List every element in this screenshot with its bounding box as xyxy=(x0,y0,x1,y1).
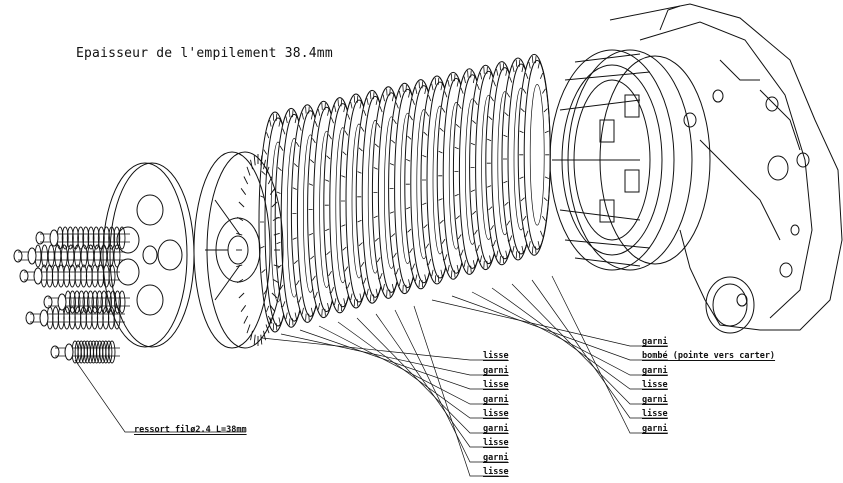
leader-line xyxy=(394,309,508,463)
leader-line xyxy=(451,295,668,361)
clutch-plate-stack xyxy=(236,53,551,346)
spring-with-bolt xyxy=(13,244,125,268)
clutch-basket xyxy=(549,49,711,271)
left-label-7: lisse xyxy=(483,438,509,448)
spring-with-bolt xyxy=(43,290,130,314)
stack-thickness-title: Epaisseur de l'empilement 38.4mm xyxy=(76,46,333,61)
right-label-1: garni xyxy=(642,337,668,347)
leader-line xyxy=(299,329,508,390)
left-label-6: garni xyxy=(483,424,509,434)
right-label-5: garni xyxy=(642,395,668,405)
left-label-5: lisse xyxy=(483,409,509,419)
left-label-2: garni xyxy=(483,366,509,376)
leader-line xyxy=(375,313,508,448)
callout-leader-lines xyxy=(74,275,668,477)
left-label-4: garni xyxy=(483,395,509,405)
left-label-1: lisse xyxy=(483,351,509,361)
spring-with-bolt xyxy=(35,226,130,250)
leader-line xyxy=(491,287,668,390)
leader-line xyxy=(511,283,668,405)
spring-with-bolt xyxy=(19,264,120,288)
right-label-2: bombé (pointe vers carter) xyxy=(642,351,776,361)
left-label-8: garni xyxy=(483,453,509,463)
right-label-6: lisse xyxy=(642,409,668,419)
pressure-plate xyxy=(102,162,195,348)
leader-line xyxy=(356,317,508,434)
leader-line xyxy=(471,291,668,376)
right-label-4: lisse xyxy=(642,380,668,390)
clutch-springs xyxy=(13,226,130,364)
leader-line xyxy=(531,279,668,419)
leader-line xyxy=(261,337,508,361)
leader-line xyxy=(337,321,508,419)
left-label-9: lisse xyxy=(483,467,509,477)
left-label-3: lisse xyxy=(483,380,509,390)
leader-line xyxy=(280,333,508,376)
leader-line xyxy=(318,325,508,405)
leader-line xyxy=(413,305,508,477)
clutch-plate xyxy=(517,53,551,256)
spring-with-bolt xyxy=(50,340,120,364)
clutch-inner-hub xyxy=(193,151,284,349)
leader-line xyxy=(551,275,668,434)
spring-leader-line xyxy=(74,359,246,433)
leader-line xyxy=(431,299,668,347)
spring-label: ressort filø2.4 L=38mm xyxy=(134,425,247,435)
right-label-7: garni xyxy=(642,424,668,434)
clutch-housing-cover xyxy=(609,3,843,334)
right-label-3: garni xyxy=(642,366,668,376)
